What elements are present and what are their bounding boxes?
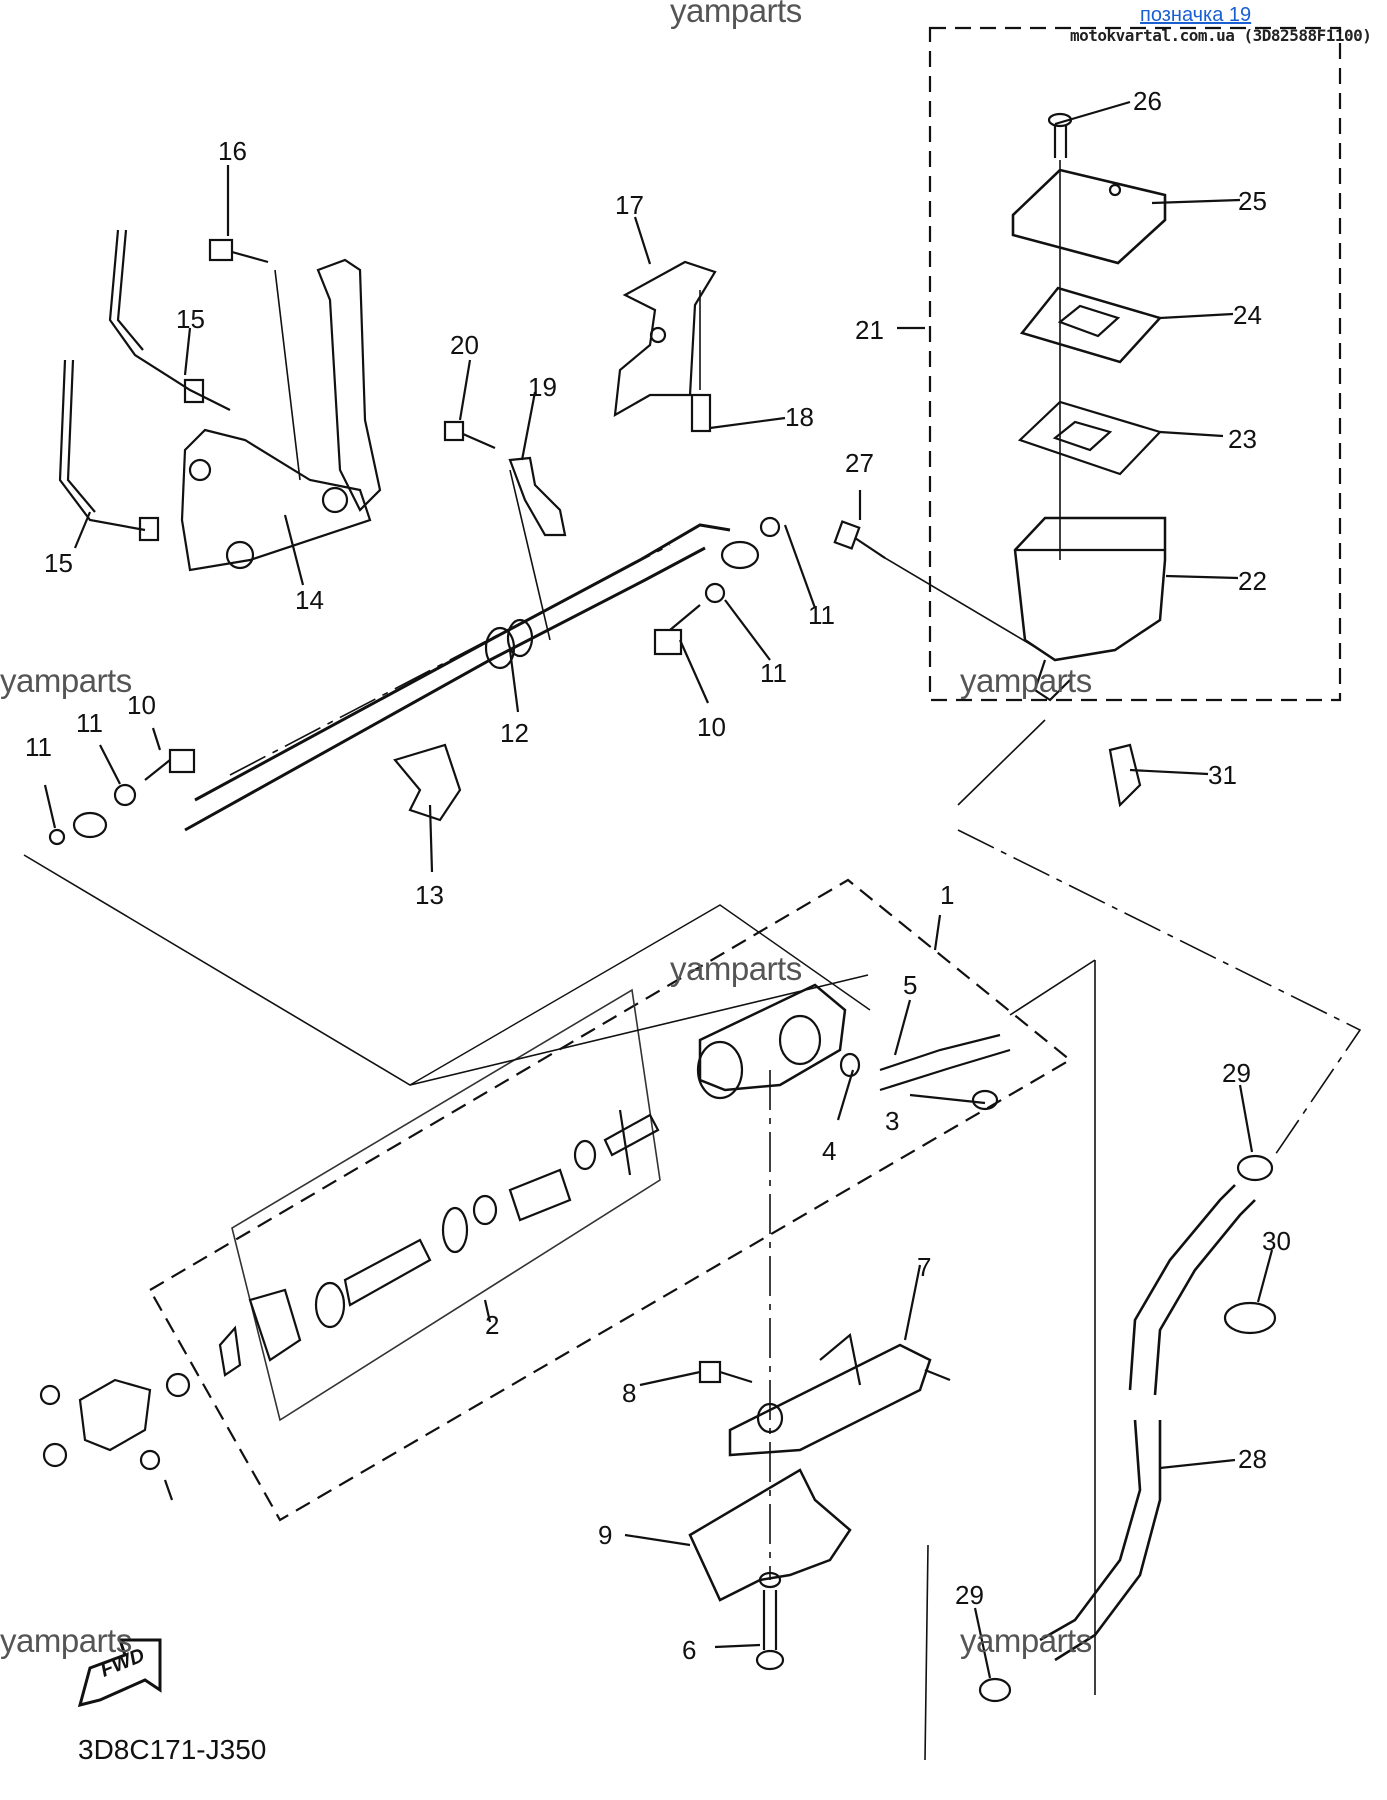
part-label-25[interactable]: 25 <box>1238 186 1267 216</box>
cable-tie-lower <box>58 359 146 532</box>
hose-clamp-30 <box>1223 1301 1277 1335</box>
part-label-21[interactable]: 21 <box>855 315 884 345</box>
part-label-19[interactable]: 19 <box>528 372 557 402</box>
master-cylinder-body <box>698 983 847 1092</box>
part-label-3[interactable]: 3 <box>885 1106 900 1136</box>
diaphragm-shape <box>1017 400 1163 476</box>
header-link[interactable]: позначка 19 <box>1140 4 1252 26</box>
part-label-12[interactable]: 12 <box>500 718 529 748</box>
part-label-11-hose-mid[interactable]: 11 <box>760 658 787 688</box>
part-label-7[interactable]: 7 <box>917 1252 932 1282</box>
hose-clip-shape <box>393 743 462 822</box>
master-cylinder-assembly-box <box>148 878 1072 1522</box>
part-label-29-upper[interactable]: 29 <box>1222 1058 1251 1088</box>
part-label-29-lower[interactable]: 29 <box>955 1580 984 1610</box>
watermark-reservoir: yamparts <box>960 662 1092 699</box>
part-label-8[interactable]: 8 <box>622 1378 637 1408</box>
reservoir-assembly-box <box>928 26 1342 702</box>
part-label-11-hose-top[interactable]: 11 <box>808 600 835 630</box>
hose-clamp-29-lower <box>978 1677 1012 1703</box>
reservoir-body-shape <box>1013 516 1167 662</box>
cable-tie-upper <box>108 229 231 411</box>
part-label-31[interactable]: 31 <box>1208 760 1237 790</box>
clamp-19-shape <box>508 456 567 537</box>
mount-bracket-7-shape <box>728 1343 932 1457</box>
watermark-bottom-left: yamparts <box>0 1622 132 1659</box>
part-label-16[interactable]: 16 <box>218 136 247 166</box>
part-label-23[interactable]: 23 <box>1228 424 1257 454</box>
plate-shape <box>1019 286 1163 364</box>
part-label-10-left[interactable]: 10 <box>127 690 156 720</box>
part-label-17[interactable]: 17 <box>615 190 644 220</box>
watermark-center: yamparts <box>670 950 802 987</box>
piston-kit-box <box>231 988 661 1422</box>
part-label-15-upper[interactable]: 15 <box>176 304 205 334</box>
watermark-top: yamparts <box>670 0 802 29</box>
guard-9-shape <box>688 1468 852 1602</box>
part-label-28[interactable]: 28 <box>1238 1444 1267 1474</box>
reservoir-hose-28 <box>1128 1184 1236 1391</box>
watermark-left: yamparts <box>0 662 132 699</box>
part-label-30[interactable]: 30 <box>1262 1226 1291 1256</box>
part-label-2[interactable]: 2 <box>485 1310 500 1340</box>
bracket-14-shape <box>180 428 372 572</box>
part-label-4[interactable]: 4 <box>822 1136 837 1166</box>
part-label-22[interactable]: 22 <box>1238 566 1267 596</box>
part-label-9[interactable]: 9 <box>598 1520 613 1550</box>
reservoir-cap-shape <box>1011 168 1167 265</box>
watermark-bottom-right: yamparts <box>960 1622 1092 1659</box>
part-label-11-left-outer[interactable]: 11 <box>25 732 52 762</box>
part-label-15-lower[interactable]: 15 <box>44 548 73 578</box>
part-label-14[interactable]: 14 <box>295 585 324 615</box>
part-label-1[interactable]: 1 <box>940 880 955 910</box>
clip-nut-shape <box>1108 743 1142 808</box>
part-label-6[interactable]: 6 <box>682 1635 697 1665</box>
part-label-27[interactable]: 27 <box>845 448 874 478</box>
part-label-5[interactable]: 5 <box>903 970 918 1000</box>
fwd-arrow-shape <box>77 1638 162 1708</box>
part-label-13[interactable]: 13 <box>415 880 444 910</box>
part-label-11-left-inner[interactable]: 11 <box>76 708 103 738</box>
part-label-26[interactable]: 26 <box>1133 86 1162 116</box>
part-label-10-right[interactable]: 10 <box>697 712 726 742</box>
diagram-code: 3D8C171-J350 <box>78 1734 267 1765</box>
hose-clamp-29-upper <box>1236 1154 1274 1182</box>
part-label-20[interactable]: 20 <box>450 330 479 360</box>
part-label-24[interactable]: 24 <box>1233 300 1262 330</box>
part-label-18[interactable]: 18 <box>785 402 814 432</box>
brake-hose-shape <box>194 523 731 802</box>
site-code: motokvartal.com.ua (3D82588F1100) <box>1070 26 1372 45</box>
